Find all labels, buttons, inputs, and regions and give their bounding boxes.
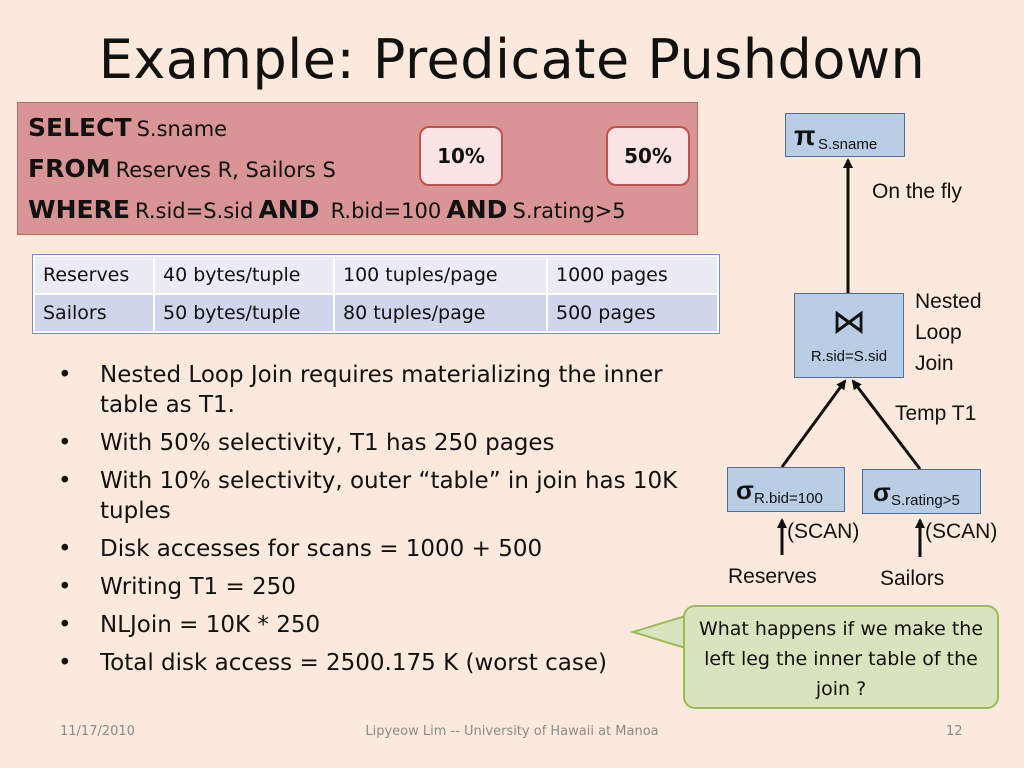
scan-label-left: (SCAN): [787, 520, 860, 543]
table-row: Reserves 40 bytes/tuple 100 tuples/page …: [33, 255, 719, 295]
on-the-fly-label: On the fly: [872, 180, 962, 203]
bullet-icon: •: [58, 612, 72, 638]
bullet-icon: •: [58, 650, 72, 676]
footer-date: 11/17/2010: [60, 724, 135, 739]
bullet-text: Writing T1 = 250: [100, 574, 296, 600]
select-symbol: σ: [736, 475, 754, 505]
table-row: Sailors 50 bytes/tuple 80 tuples/page 50…: [33, 293, 719, 333]
edge-right-select-to-join: [851, 379, 922, 470]
table-cell: 80 tuples/page: [333, 293, 548, 333]
bullet-text: With 10% selectivity, outer “table” in j…: [100, 468, 678, 524]
project-node: π S.sname: [785, 113, 905, 157]
sql-where-rating-cond: S.rating>5: [512, 199, 626, 223]
sql-where-join-cond: R.sid=S.sid: [135, 199, 254, 223]
table-cell: 1000 pages: [546, 255, 719, 295]
bullet-text: Disk accesses for scans = 1000 + 500: [100, 536, 543, 562]
scan-label-right: (SCAN): [925, 520, 998, 543]
bullet-text: Total disk access = 2500.175 K (worst ca…: [100, 650, 607, 676]
sql-select-text: S.sname: [136, 117, 228, 141]
list-item: • Writing T1 = 250: [58, 572, 688, 602]
list-item: • Disk accesses for scans = 1000 + 500: [58, 534, 688, 564]
footer-author: Lipyeow Lim -- University of Hawaii at M…: [365, 724, 659, 739]
bullet-icon: •: [58, 362, 72, 388]
sql-where-keyword: WHERE: [28, 195, 130, 224]
list-item: • Total disk access = 2500.175 K (worst c…: [58, 648, 688, 678]
question-callout: What happens if we make the left leg the…: [683, 605, 999, 709]
join-label-line-2: Loop: [915, 321, 962, 344]
select-symbol: σ: [873, 477, 891, 507]
bullet-text: NLJoin = 10K * 250: [100, 612, 321, 638]
question-text: What happens if we make the left leg the…: [698, 618, 984, 700]
select-condition: S.rating>5: [891, 492, 960, 509]
bullet-icon: •: [58, 430, 72, 456]
bullet-icon: •: [58, 468, 72, 494]
sql-where-line: WHERE R.sid=S.sid AND R.bid=100 AND S.ra…: [28, 195, 626, 224]
sql-select-line: SELECT S.sname: [28, 113, 227, 142]
project-symbol: π: [794, 120, 816, 151]
selectivity-callout-50: 50%: [606, 126, 690, 186]
join-icon: ⋈: [832, 302, 866, 342]
selectivity-callout-10: 10%: [419, 126, 503, 186]
table-cell: Reserves: [33, 255, 155, 295]
sql-from-line: FROM Reserves R, Sailors S: [28, 154, 336, 183]
list-item: • With 50% selectivity, T1 has 250 pages: [58, 428, 688, 458]
table-cell: 50 bytes/tuple: [153, 293, 335, 333]
bullet-text: With 50% selectivity, T1 has 250 pages: [100, 430, 555, 456]
table-cell: 500 pages: [546, 293, 719, 333]
project-attribute: S.sname: [818, 136, 878, 153]
sql-select-keyword: SELECT: [28, 113, 132, 142]
relation-sailors: Sailors: [880, 567, 945, 590]
sql-and-keyword-2: AND: [446, 195, 508, 224]
bullet-list: • Nested Loop Join requires materializing…: [58, 360, 688, 686]
footer-page-number: 12: [946, 724, 963, 739]
select-node-sailors: σ S.rating>5: [862, 469, 981, 514]
relation-stats-table: Reserves 40 bytes/tuple 100 tuples/page …: [32, 254, 720, 334]
join-label-line-3: Join: [915, 352, 954, 375]
sql-from-keyword: FROM: [28, 154, 111, 183]
list-item: • NLJoin = 10K * 250: [58, 610, 688, 640]
table-cell: 100 tuples/page: [333, 255, 548, 295]
relation-reserves: Reserves: [728, 565, 817, 588]
join-node: ⋈ R.sid=S.sid: [794, 293, 904, 378]
table-cell: Sailors: [33, 293, 155, 333]
edge-left-select-to-join: [780, 379, 847, 468]
sql-from-text: Reserves R, Sailors S: [115, 158, 336, 182]
select-node-reserves: σ R.bid=100: [727, 467, 845, 512]
select-condition: R.bid=100: [754, 490, 823, 507]
sql-where-bid-cond: R.bid=100: [330, 199, 442, 223]
join-label-line-1: Nested: [915, 290, 982, 313]
sql-query-box: SELECT S.sname FROM Reserves R, Sailors …: [17, 102, 698, 235]
sql-and-keyword-1: AND: [258, 195, 320, 224]
selectivity-callout-10-text: 10%: [437, 144, 485, 168]
temp-t1-label: Temp T1: [895, 402, 977, 425]
bullet-text: Nested Loop Join requires materializing …: [100, 362, 663, 418]
selectivity-callout-50-text: 50%: [624, 144, 672, 168]
bullet-icon: •: [58, 574, 72, 600]
bullet-icon: •: [58, 536, 72, 562]
table-cell: 40 bytes/tuple: [153, 255, 335, 295]
slide-title: Example: Predicate Pushdown: [98, 28, 926, 91]
list-item: • Nested Loop Join requires materializing…: [58, 360, 688, 420]
list-item: • With 10% selectivity, outer “table” in …: [58, 466, 688, 526]
join-condition: R.sid=S.sid: [810, 348, 888, 365]
